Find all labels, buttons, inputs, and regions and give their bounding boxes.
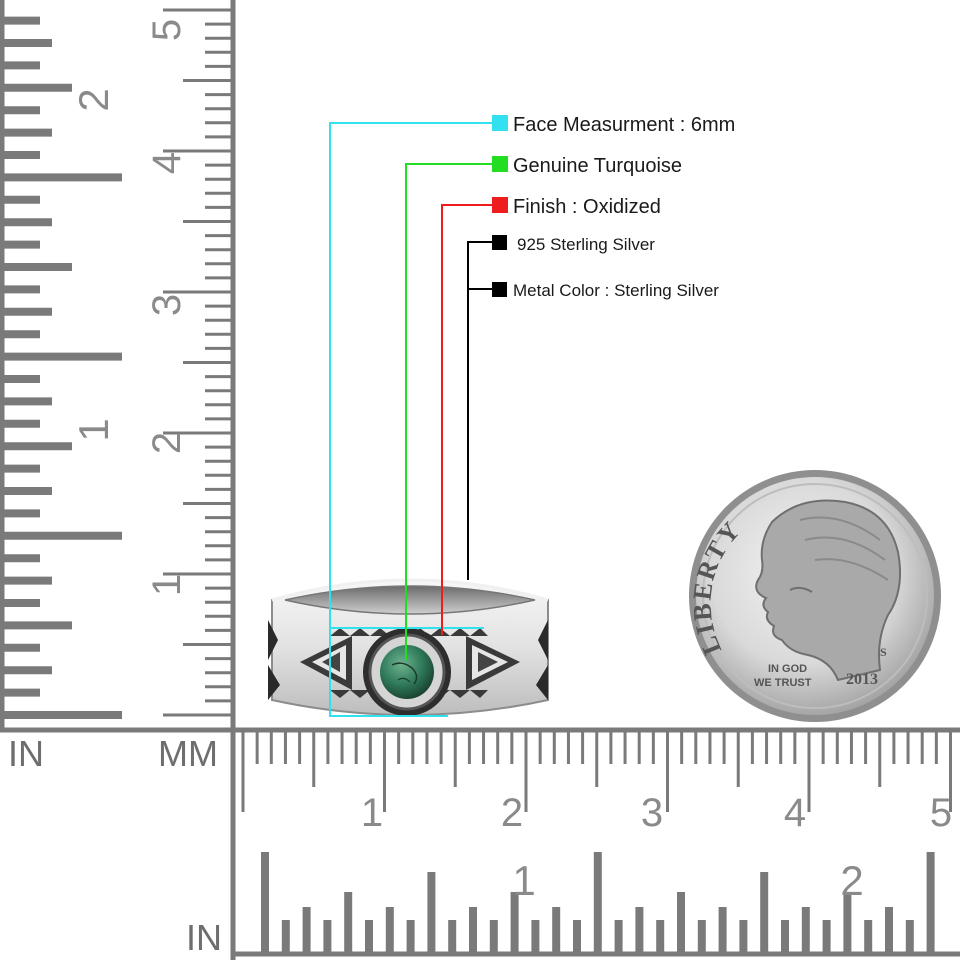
- unit-label-in-left: IN: [8, 733, 44, 774]
- vertical-inch-number-1: 1: [70, 418, 117, 441]
- unit-label-in-bottom: IN: [186, 917, 222, 958]
- spec-marker-face: [492, 115, 508, 131]
- horizontal-mm-number-4: 4: [784, 791, 806, 835]
- horizontal-mm-ticks: [241, 732, 952, 812]
- coin-motto-line1: IN GOD: [768, 663, 807, 675]
- horizontal-mm-number-1: 1: [361, 791, 383, 835]
- turquoise-stone: [380, 645, 434, 699]
- callout-line-sterling: [467, 241, 496, 580]
- callout-line-turquoise: [405, 163, 496, 660]
- vertical-ruler: 5 4 3 2 1 2 1: [0, 0, 237, 730]
- vertical-inch-number-2: 2: [70, 88, 117, 111]
- spec-label-sterling: 925 Sterling Silver: [517, 235, 655, 254]
- coin-portrait: [755, 499, 901, 682]
- vertical-inch-ticks: [2, 16, 122, 719]
- coin-motto-line2: WE TRUST: [754, 677, 812, 689]
- horizontal-ruler: 1 2 3 4 5 1 2: [0, 727, 960, 960]
- horizontal-mm-number-5: 5: [930, 791, 952, 835]
- spec-label-turquoise: Genuine Turquoise: [513, 155, 682, 177]
- spec-marker-turquoise: [492, 156, 508, 172]
- vertical-mm-number-4: 4: [145, 152, 189, 174]
- callout-line-finish: [441, 204, 496, 635]
- ring-rim: [271, 578, 549, 602]
- engraving-right: [466, 620, 548, 700]
- horizontal-mm-number-2: 2: [501, 791, 523, 835]
- ring-inner-opening: [284, 585, 536, 615]
- engraving-zigzag: [330, 628, 488, 698]
- coin-mint-mark: S: [880, 645, 887, 659]
- horizontal-inch-ticks: [261, 852, 935, 952]
- vertical-mm-number-2: 2: [145, 432, 189, 454]
- spec-marker-finish: [492, 197, 508, 213]
- horizontal-mm-number-3: 3: [641, 791, 663, 835]
- vertical-mm-number-3: 3: [145, 294, 189, 316]
- coin-year: 2013: [846, 671, 878, 688]
- spec-label-face: Face Measurment : 6mm: [513, 114, 735, 136]
- spec-label-metal-color: Metal Color : Sterling Silver: [513, 281, 719, 300]
- ring-product: [268, 578, 549, 716]
- unit-label-mm: MM: [158, 733, 218, 774]
- horizontal-inch-number-2: 2: [840, 857, 863, 904]
- spec-marker-sterling: [492, 235, 507, 250]
- spec-label-finish: Finish : Oxidized: [513, 196, 661, 218]
- horizontal-inch-number-1: 1: [512, 857, 535, 904]
- dime-coin: LIBERTY IN GOD WE TRUST S 2013: [687, 470, 941, 722]
- vertical-mm-ticks: [163, 8, 233, 717]
- spec-legend: Face Measurment : 6mm Genuine Turquoise …: [492, 114, 735, 300]
- callout-lines: [329, 122, 496, 717]
- spec-marker-metal-color: [492, 282, 507, 297]
- callout-line-face: [329, 122, 496, 717]
- vertical-mm-number-1: 1: [145, 574, 189, 596]
- vertical-mm-number-5: 5: [145, 19, 189, 41]
